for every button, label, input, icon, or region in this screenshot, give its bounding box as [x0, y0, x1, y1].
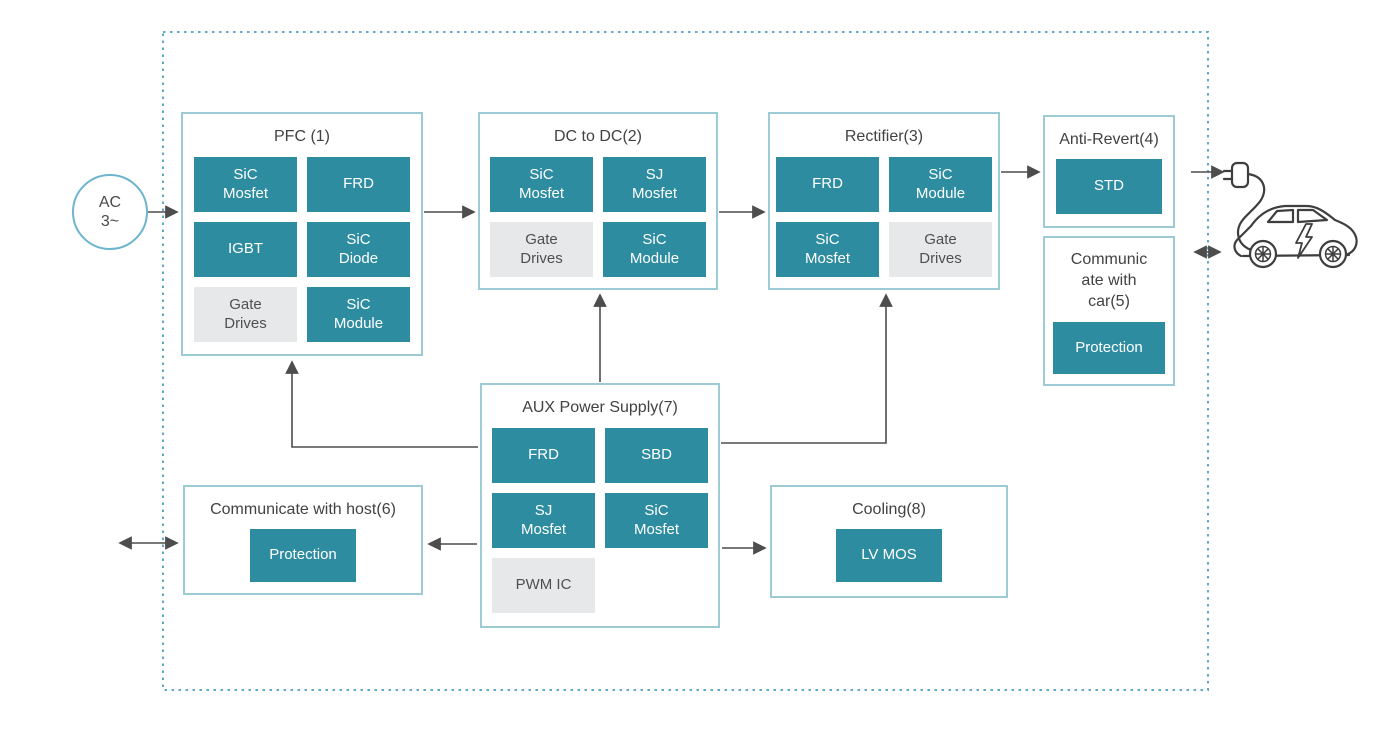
block-title-pfc: PFC (1) [274, 128, 330, 145]
component-cell: SJ Mosfet [492, 493, 595, 548]
block-communicate-with-host: Communicate with host(6) Protection [183, 485, 423, 595]
component-cell: FRD [492, 428, 595, 483]
component-cell: IGBT [194, 222, 297, 277]
component-cell: SiC Mosfet [776, 222, 879, 277]
block-title-communicate-with-host: Communicate with host(6) [210, 501, 396, 518]
car-rear-window [1296, 208, 1329, 224]
ac-source: AC 3~ [72, 174, 148, 250]
dcdc-component-grid: SiC Mosfet SJ Mosfet Gate Drives SiC Mod… [480, 157, 716, 277]
component-cell: SiC Module [307, 287, 410, 342]
plug-body [1230, 161, 1250, 189]
component-cell: SiC Mosfet [605, 493, 708, 548]
block-rectifier: Rectifier(3) FRD SiC Module SiC Mosfet G… [768, 112, 1000, 290]
component-cell: LV MOS [836, 529, 942, 582]
component-cell: FRD [307, 157, 410, 212]
ac-source-label: AC [98, 194, 122, 211]
component-cell: SiC Module [603, 222, 706, 277]
rectifier-component-grid: FRD SiC Module SiC Mosfet Gate Drives [770, 157, 998, 277]
component-cell: SiC Mosfet [490, 157, 593, 212]
arrow-aux-to-pfc [285, 360, 478, 448]
ac-source-phase: 3~ [100, 213, 120, 230]
block-pfc: PFC (1) SiC Mosfet FRD IGBT SiC Diode Ga… [181, 112, 423, 356]
component-cell: SiC Diode [307, 222, 410, 277]
component-cell: Gate Drives [889, 222, 992, 277]
aux-component-grid: FRD SBD SJ Mosfet SiC Mosfet PWM IC [482, 428, 718, 613]
car-body [1233, 204, 1358, 258]
component-cell: SBD [605, 428, 708, 483]
component-cell: Protection [250, 529, 356, 582]
component-cell: SJ Mosfet [603, 157, 706, 212]
component-cell: Gate Drives [194, 287, 297, 342]
block-aux-power-supply: AUX Power Supply(7) FRD SBD SJ Mosfet Si… [480, 383, 720, 628]
component-cell: SiC Mosfet [194, 157, 297, 212]
component-cell: STD [1056, 159, 1162, 214]
block-title-communicate-with-car: Communicate with car(5) [1070, 251, 1148, 310]
component-cell: Protection [1053, 322, 1165, 374]
empty-grid-slot [605, 558, 708, 613]
block-anti-revert: Anti-Revert(4) STD [1043, 115, 1175, 228]
component-cell: Gate Drives [490, 222, 593, 277]
block-title-dc-to-dc: DC to DC(2) [553, 128, 642, 145]
block-title-cooling: Cooling(8) [852, 501, 926, 518]
ev-car-charging-icon [1222, 161, 1358, 269]
block-title-rectifier: Rectifier(3) [844, 128, 924, 145]
block-communicate-with-car: Communicate with car(5) Protection [1043, 236, 1175, 386]
block-title-anti-revert: Anti-Revert(4) [1059, 131, 1159, 148]
lightning-bolt-icon [1295, 223, 1313, 259]
block-dc-to-dc: DC to DC(2) SiC Mosfet SJ Mosfet Gate Dr… [478, 112, 718, 290]
block-title-aux-power-supply: AUX Power Supply(7) [522, 399, 678, 416]
block-cooling: Cooling(8) LV MOS [770, 485, 1008, 598]
pfc-component-grid: SiC Mosfet FRD IGBT SiC Diode Gate Drive… [183, 157, 421, 342]
arrow-aux-to-rectifier [721, 293, 893, 444]
component-cell: FRD [776, 157, 879, 212]
charging-cable [1236, 172, 1266, 253]
component-cell: PWM IC [492, 558, 595, 613]
component-cell: SiC Module [889, 157, 992, 212]
car-front-window [1266, 208, 1295, 224]
